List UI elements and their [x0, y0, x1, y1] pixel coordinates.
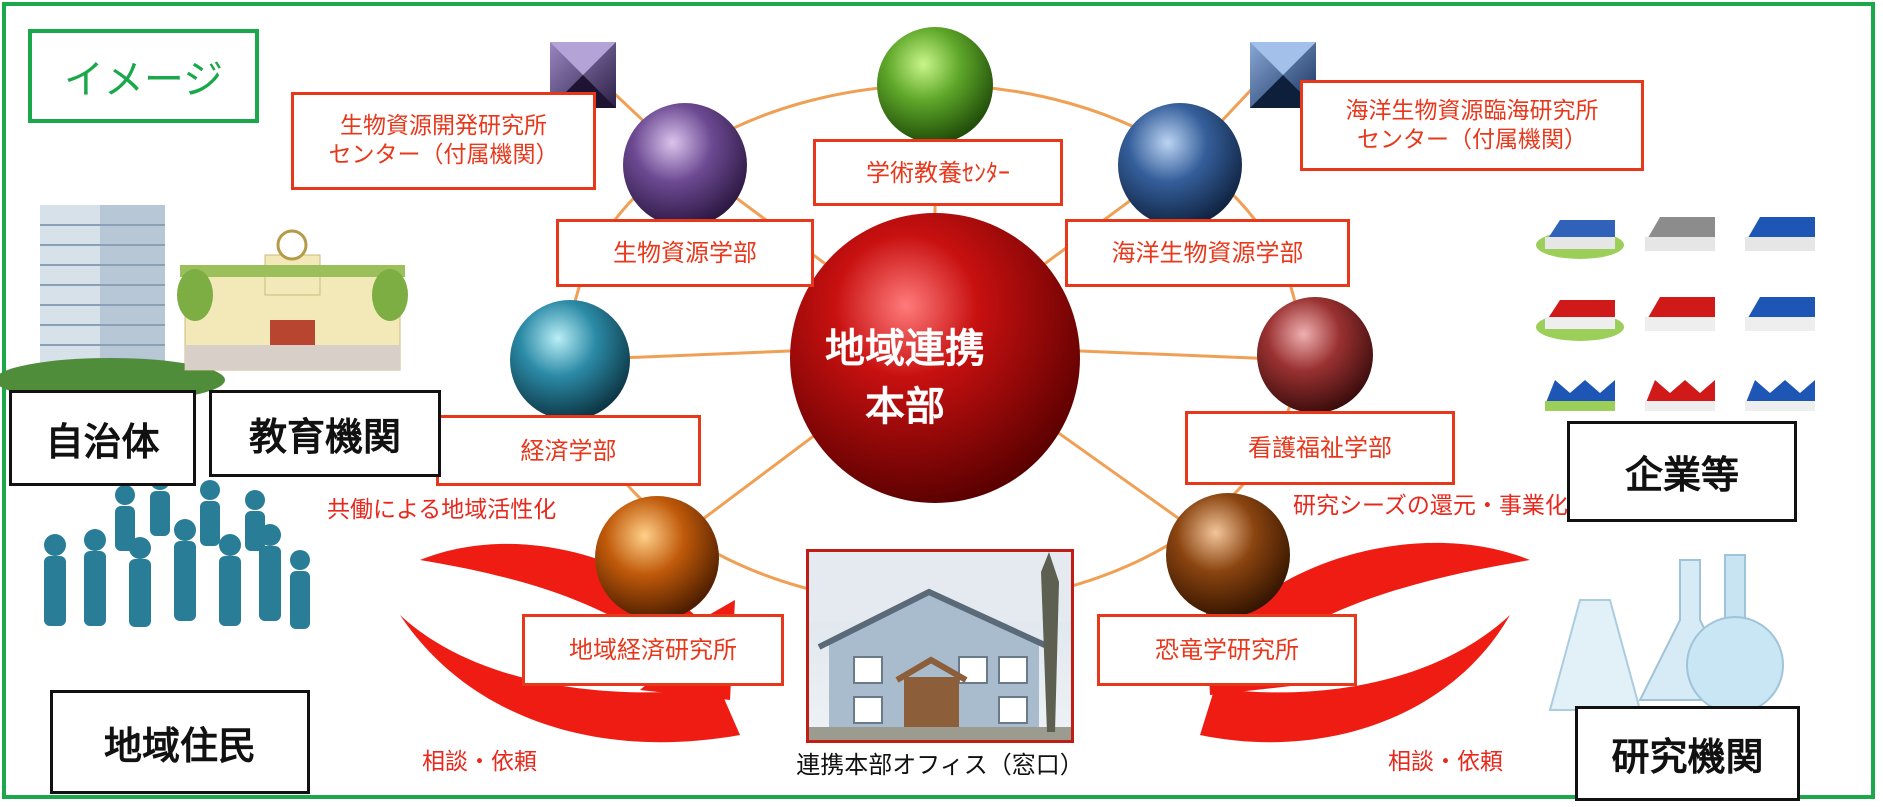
phrase-consult-right: 相談・依頼	[1388, 749, 1503, 775]
people-silhouettes-icon	[44, 470, 310, 629]
stakeholder-kigyo: 企業等	[1567, 421, 1797, 522]
unit-label-gakujutsu: 学術教養ｾﾝﾀｰ	[813, 139, 1063, 206]
image-tag: イメージ	[28, 29, 259, 123]
unit-label-kango-gakubu: 看護福祉学部	[1185, 411, 1455, 485]
school-building-icon	[177, 229, 408, 371]
sphere-hub	[790, 213, 1080, 503]
office-caption: 連携本部オフィス（窓口）	[796, 751, 1084, 779]
sphere-teal	[510, 300, 630, 420]
stakeholder-jichitai: 自治体	[9, 390, 196, 486]
sphere-blue	[1118, 103, 1242, 227]
unit-label-seibutsu-center: 生物資源開発研究所 センター（付属機関）	[291, 92, 596, 190]
hub-label: 地域連携 本部	[815, 320, 995, 436]
unit-label-chiiki-keizai: 地域経済研究所	[522, 614, 784, 686]
arrow-right-upper	[1205, 542, 1530, 695]
city-hall-building-icon	[0, 205, 225, 402]
arrow-right-lower	[1200, 615, 1510, 743]
office-building-photo	[806, 549, 1074, 743]
phrase-consult-left: 相談・依頼	[422, 749, 537, 775]
unit-label-kaiyo-gakubu: 海洋生物資源学部	[1065, 219, 1350, 287]
stakeholder-jumin: 地域住民	[50, 690, 310, 794]
phrase-left-flow: 共働による地域活性化	[327, 497, 557, 523]
lab-flask-icon	[1548, 554, 1784, 714]
unit-label-kaiyo-center: 海洋生物資源臨海研究所 センター（付属機関）	[1300, 80, 1644, 171]
sphere-brown	[1166, 493, 1290, 617]
unit-label-kyoryu: 恐竜学研究所	[1097, 614, 1357, 686]
sphere-purple	[623, 103, 747, 227]
stakeholder-kyoiku: 教育機関	[209, 390, 441, 477]
unit-label-seibutsu-gakubu: 生物資源学部	[556, 219, 814, 287]
arrow-left-lower	[400, 615, 740, 743]
hub-label-line2: 本部	[865, 384, 945, 430]
factory-buildings-icon	[1536, 217, 1815, 411]
stakeholder-kenkyu: 研究機関	[1575, 706, 1800, 801]
hub-label-line1: 地域連携	[825, 326, 985, 372]
sphere-orange	[595, 496, 719, 620]
phrase-right-flow: 研究シーズの還元・事業化	[1293, 493, 1568, 519]
sphere-darkred	[1257, 297, 1373, 413]
unit-label-keizai-gakubu: 経済学部	[436, 415, 701, 486]
sphere-green	[877, 27, 993, 143]
